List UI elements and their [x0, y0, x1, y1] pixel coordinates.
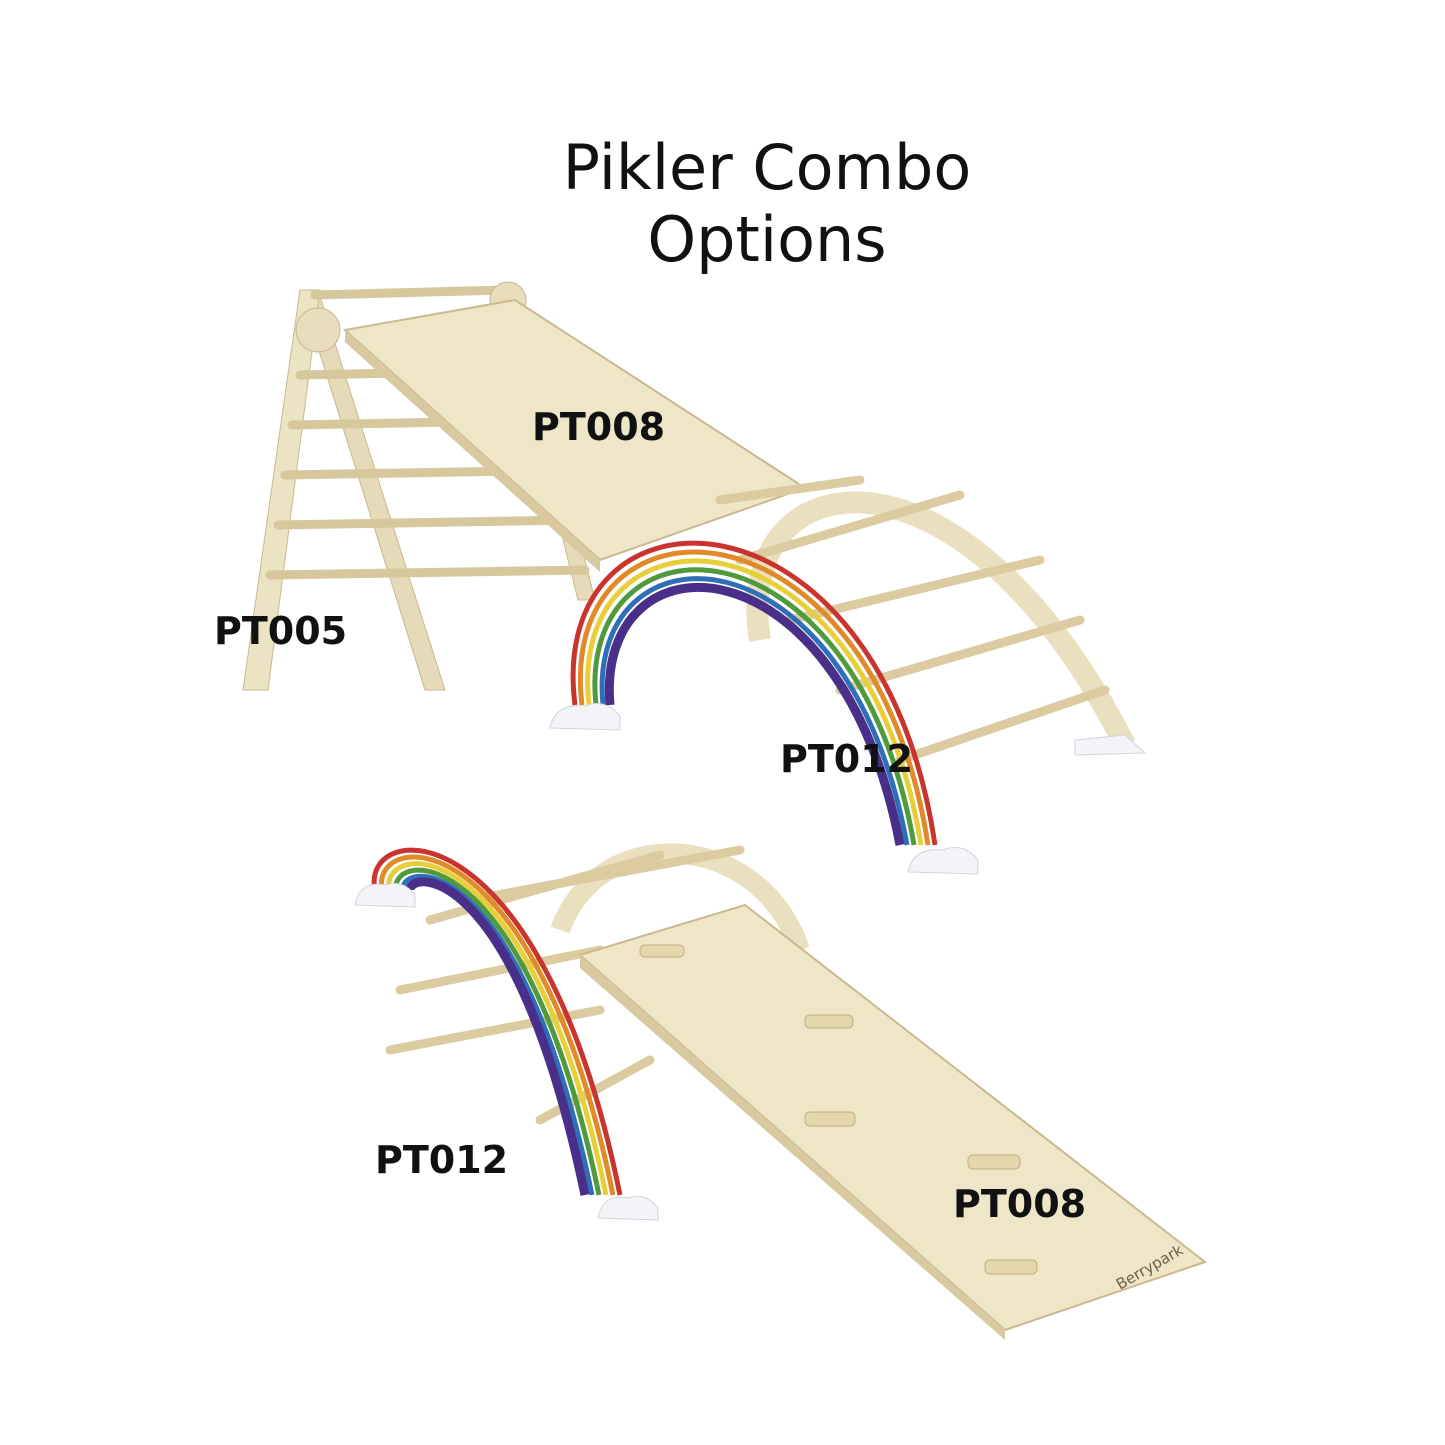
page-title: Pikler Combo Options	[467, 132, 1067, 276]
label-bottom-ramp: PT008	[953, 1182, 1087, 1226]
label-top-arch: PT012	[780, 737, 914, 781]
title-line-1: Pikler Combo	[562, 131, 972, 204]
ramp-pt008-bottom: Berrypark	[577, 903, 1208, 1340]
rainbow-arch-pt012-top	[549, 540, 979, 875]
label-bottom-arch: PT012	[375, 1138, 509, 1182]
title-line-2: Options	[647, 203, 887, 276]
rainbow-arch-pt012-bottom	[354, 847, 659, 1221]
label-top-triangle: PT005	[214, 609, 348, 653]
label-top-ramp: PT008	[532, 405, 666, 449]
